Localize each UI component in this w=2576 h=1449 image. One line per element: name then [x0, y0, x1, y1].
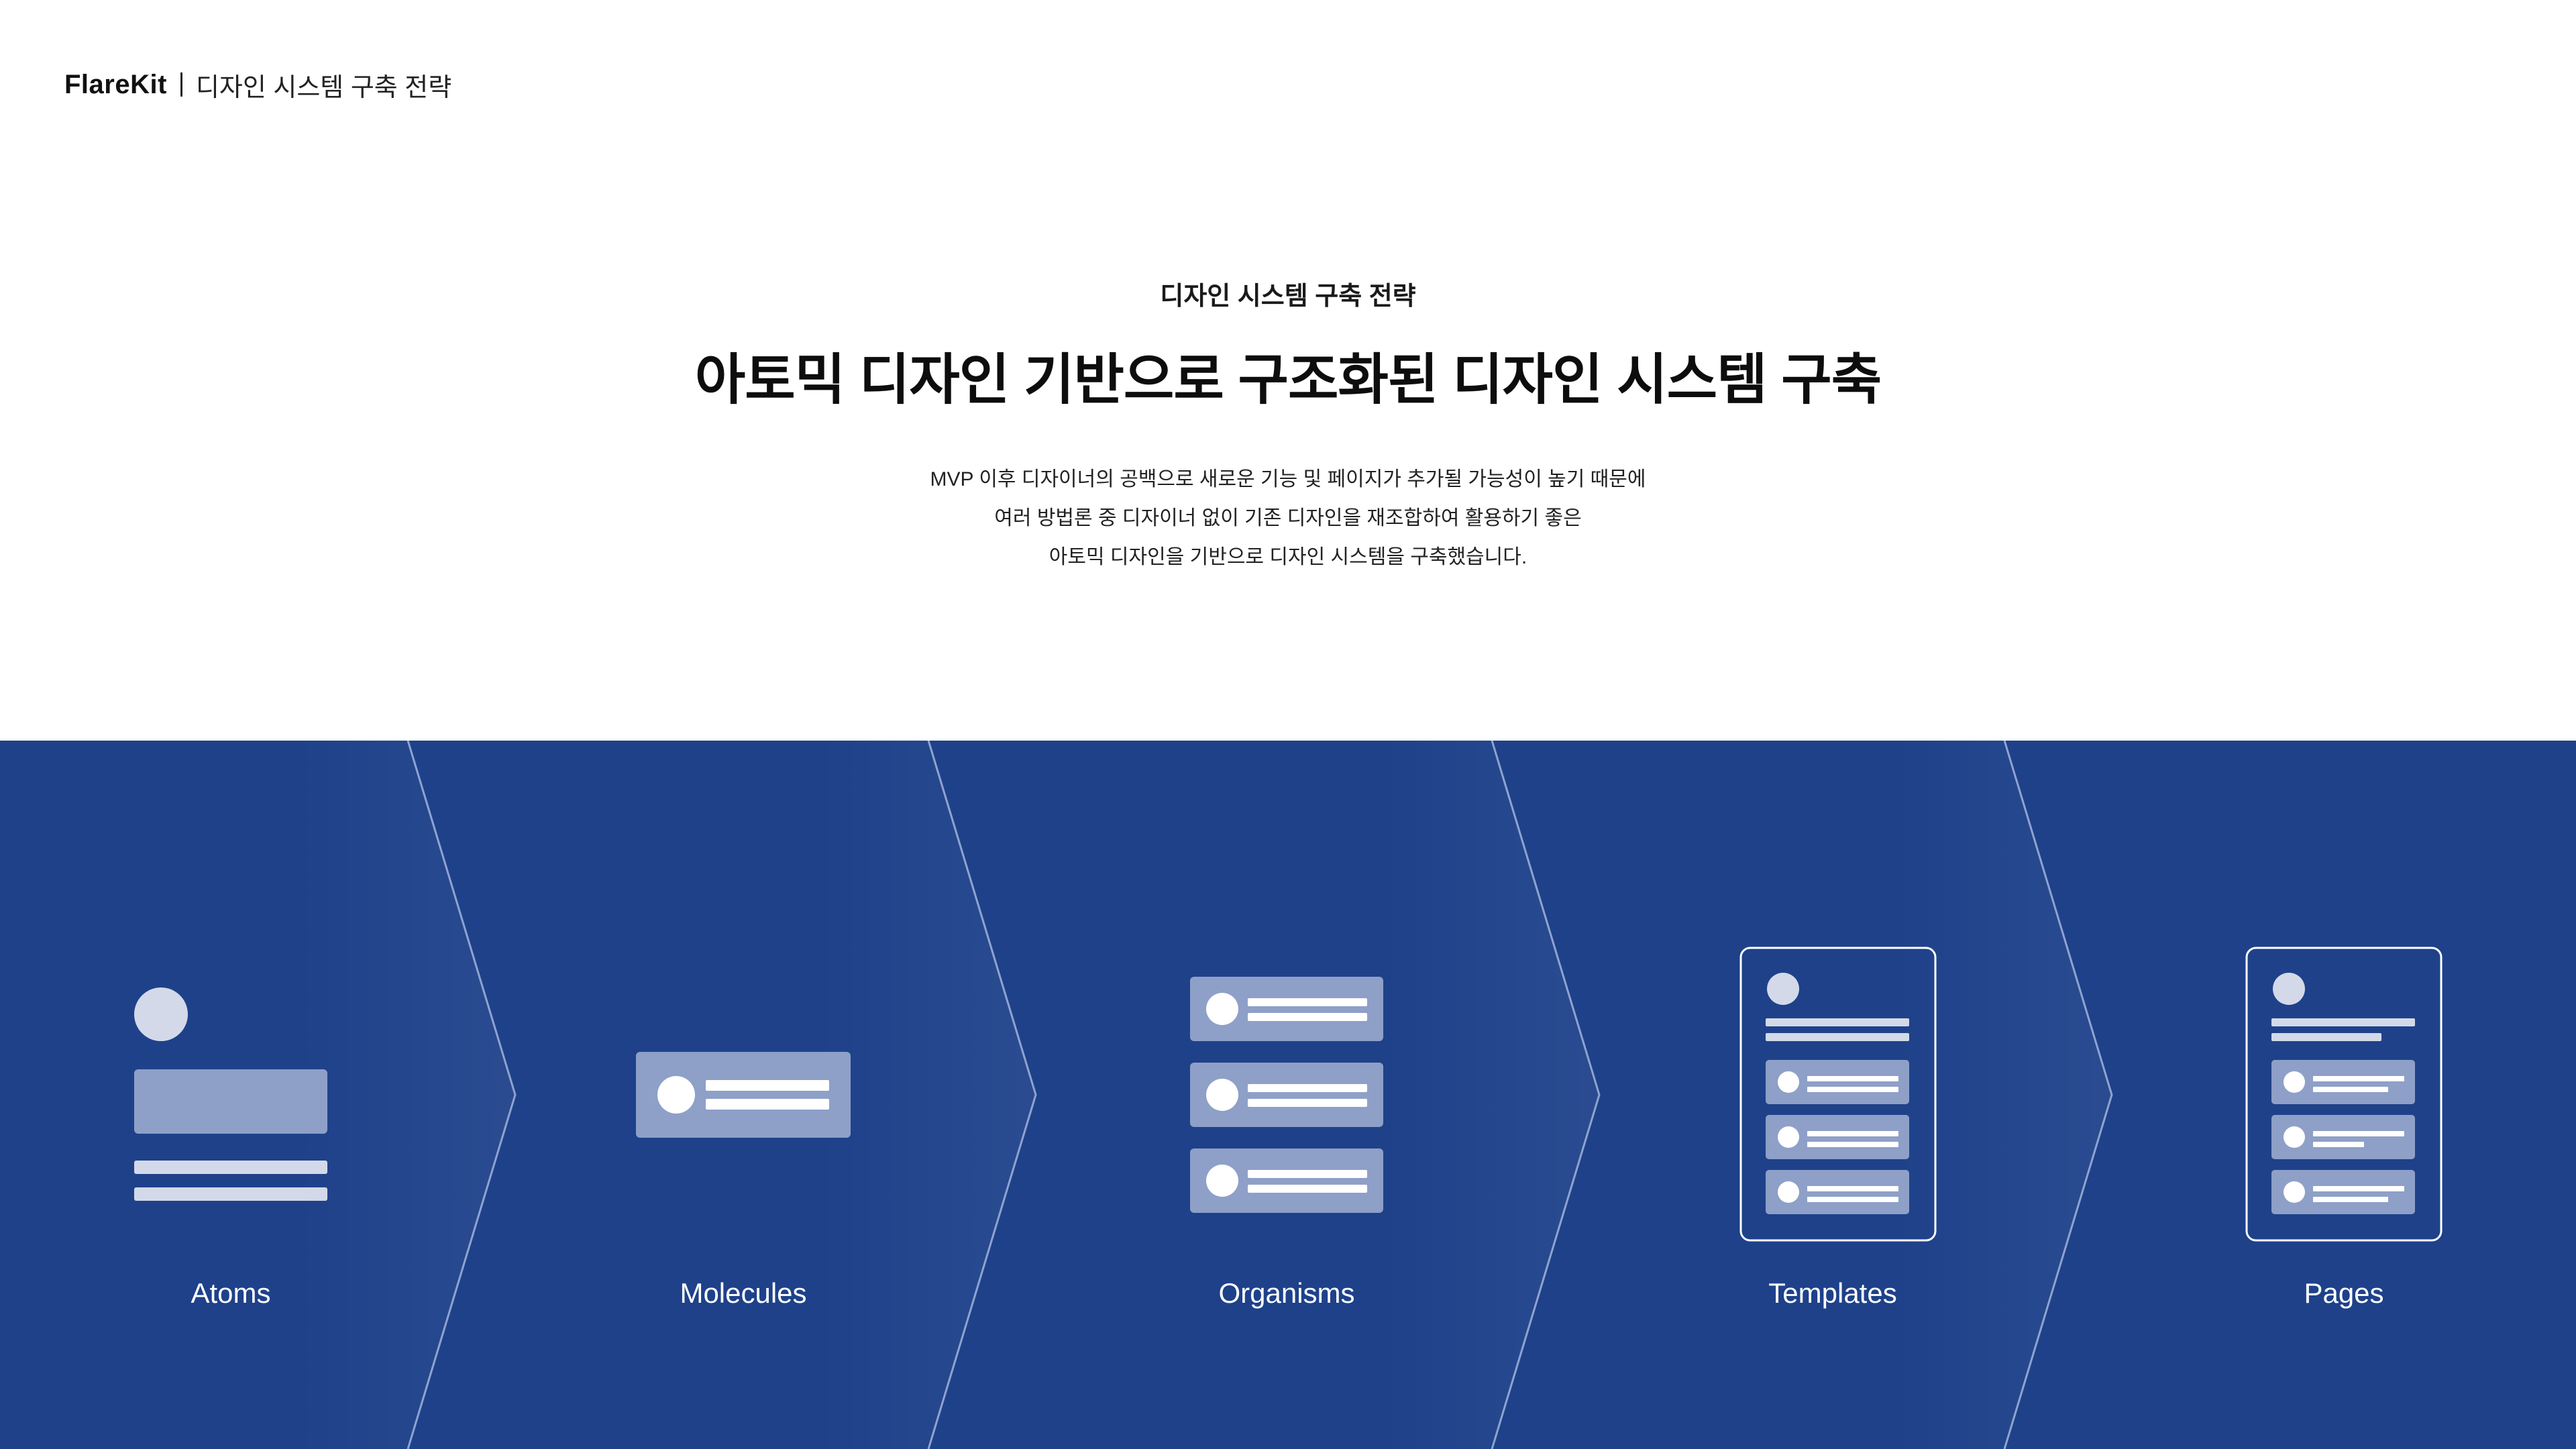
hero-headline: 아토믹 디자인 기반으로 구조화된 디자인 시스템 구축 — [694, 350, 1882, 411]
section-title: 디자인 시스템 구축 전략 — [195, 73, 452, 102]
stage-label: Molecules — [680, 1277, 807, 1309]
organisms-icon — [1190, 977, 1383, 1213]
chevron-divider — [927, 741, 1037, 1449]
stage-label: Pages — [2304, 1277, 2384, 1309]
top-bar: FlareKit 디자인 시스템 구축 전략 — [64, 64, 451, 105]
hero-section: 디자인 시스템 구축 전략 아토믹 디자인 기반으로 구조화된 디자인 시스템 … — [0, 275, 2576, 577]
flow-chevrons — [295, 741, 2113, 1449]
molecules-icon — [636, 1052, 851, 1138]
chevron-divider — [1491, 741, 1601, 1449]
atoms-icon — [134, 987, 327, 1201]
description-line: 여러 방법론 중 디자이너 없이 기존 디자인을 재조합하여 활용하기 좋은 — [994, 507, 1582, 529]
stage-label: Organisms — [1218, 1277, 1355, 1309]
stage-label: Atoms — [191, 1277, 271, 1309]
chevron-divider — [407, 741, 517, 1449]
stage-label: Templates — [1768, 1277, 1897, 1309]
atomic-design-flow: Atoms Molecules Organisms — [0, 741, 2576, 1449]
chevron-divider — [2003, 741, 2113, 1449]
description-line: 아토믹 디자인을 기반으로 디자인 시스템을 구축했습니다. — [1049, 546, 1527, 568]
brand-logo: FlareKit — [64, 69, 167, 99]
templates-icon — [1739, 947, 1937, 1242]
header-divider — [180, 72, 182, 97]
description-line: MVP 이후 디자이너의 공백으로 새로운 기능 및 페이지가 추가될 가능성이… — [930, 468, 1646, 490]
hero-description: MVP 이후 디자이너의 공백으로 새로운 기능 및 페이지가 추가될 가능성이… — [0, 460, 2576, 577]
pages-icon — [2245, 947, 2443, 1242]
hero-eyebrow: 디자인 시스템 구축 전략 — [1160, 282, 1416, 311]
